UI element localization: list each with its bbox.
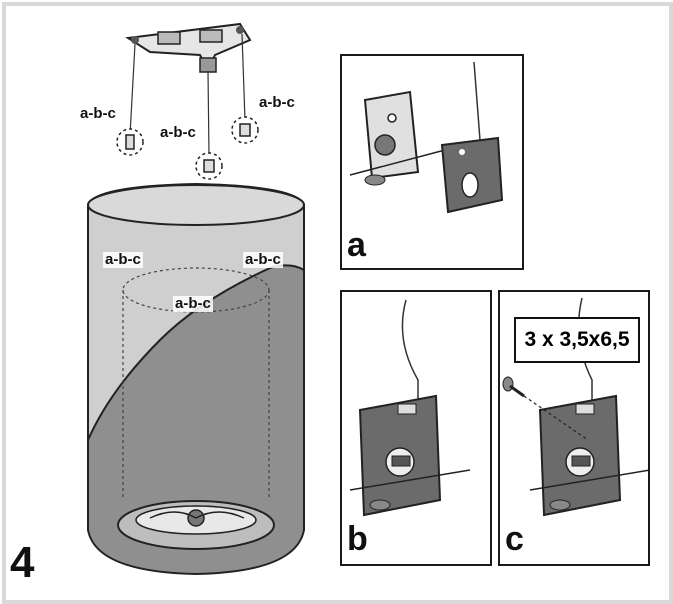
screw-spec-box: 3 x 3,5x6,5 <box>514 317 640 363</box>
hook-label-cylinder-center: a-b-c <box>173 295 213 312</box>
ceiling-bracket <box>125 22 252 73</box>
panel-b <box>340 290 492 566</box>
hook-label-cylinder-right: a-b-c <box>243 251 283 268</box>
hook-label-upper-left: a-b-c <box>78 105 118 122</box>
panel-c-illustration <box>502 297 651 517</box>
panel-b-label: b <box>347 520 368 558</box>
suspension-cables <box>129 33 246 156</box>
panel-b-illustration <box>349 299 471 517</box>
panel-c <box>498 290 650 566</box>
hook-label-cylinder-left: a-b-c <box>103 251 143 268</box>
cylinder-hood <box>87 182 305 576</box>
hook-label-upper-center: a-b-c <box>158 124 198 141</box>
panel-a-illustration <box>349 61 504 214</box>
screw-icon <box>502 376 589 441</box>
hook-label-upper-right: a-b-c <box>257 94 297 111</box>
panel-a <box>340 54 524 270</box>
step-number: 4 <box>10 538 35 587</box>
panel-a-label: a <box>347 226 366 264</box>
panel-c-label: c <box>505 520 524 558</box>
